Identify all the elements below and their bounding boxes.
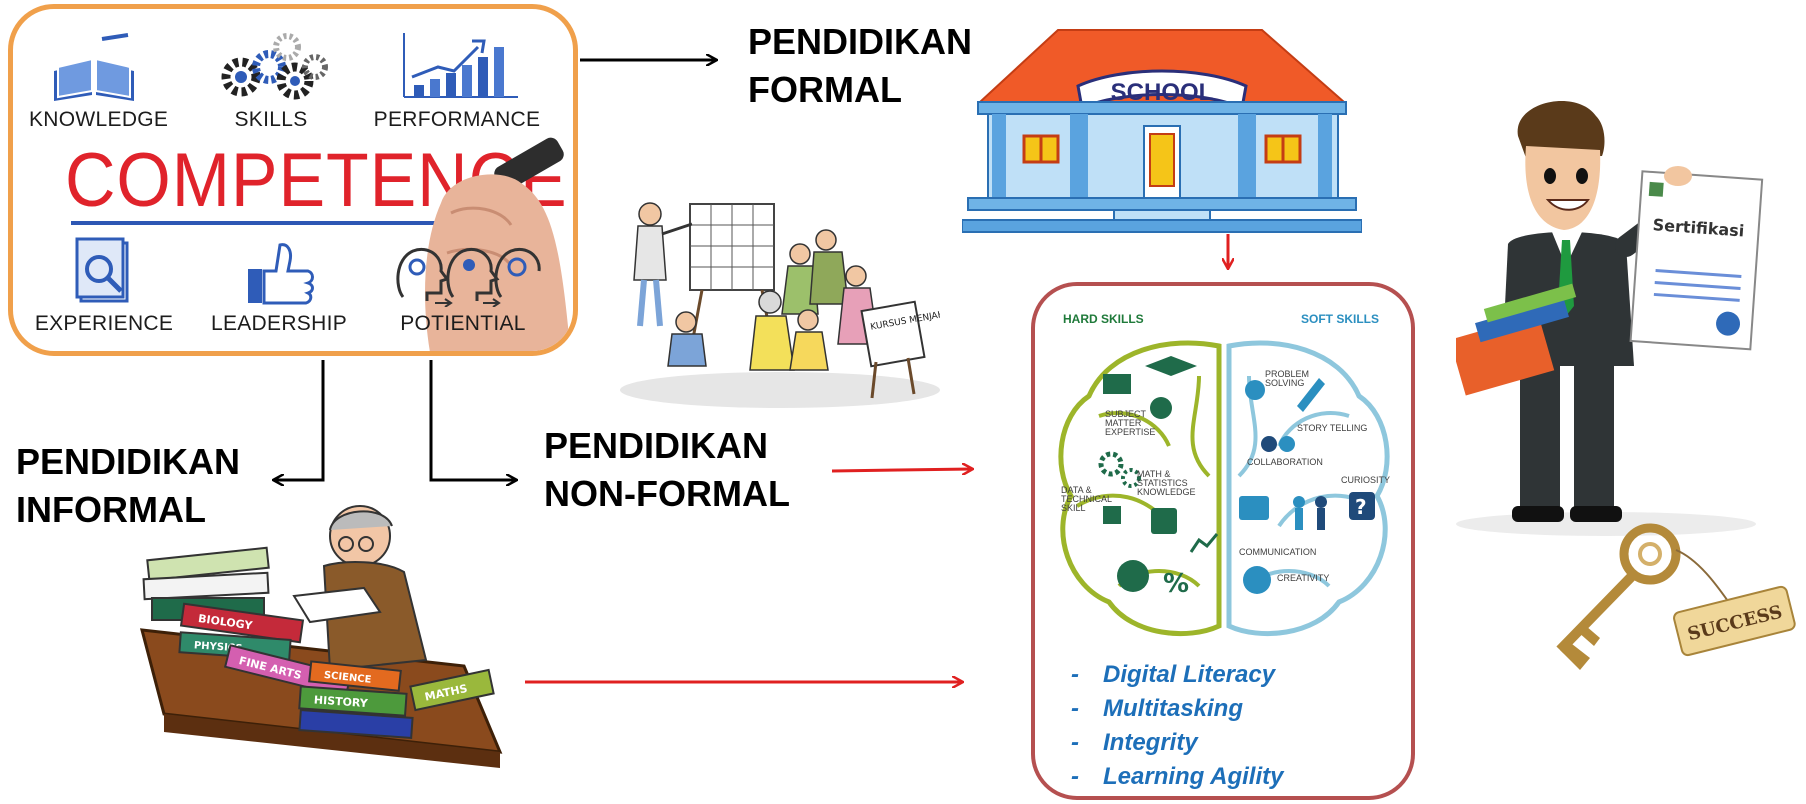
hard-skill-label: MATH & STATISTICS KNOWLEDGE — [1137, 469, 1196, 497]
soft-skills-title: SOFT SKILLS — [1301, 312, 1379, 326]
school-building-image: SCHOOL — [962, 29, 1362, 233]
book-icon — [54, 33, 134, 101]
competence-item-skills: SKILLS — [201, 29, 341, 132]
briefcase-icon — [1103, 374, 1131, 394]
lightbulb-icon — [1245, 380, 1265, 400]
competence-card: KNOWLEDGE SKILLS PERFORMANCE — [8, 4, 578, 356]
arrow-to-informal — [274, 360, 325, 480]
arrow-nonformal-to-skills — [831, 469, 972, 471]
skill-list-item: -Multitasking — [1071, 695, 1244, 722]
competence-label: POTIENTIAL — [400, 312, 526, 335]
heading-nonformal-line2: NON-FORMAL — [544, 473, 790, 514]
competence-item-leadership: LEADERSHIP — [199, 237, 359, 336]
soft-skill-label: PROBLEM SOLVING — [1265, 369, 1310, 388]
competence-item-potential: POTIENTIAL — [379, 237, 547, 336]
informal-study-image: BIOLOGY PHYSICS FINE ARTS SCIENCE HISTOR… — [139, 505, 503, 768]
arrow-to-nonformal — [429, 360, 516, 480]
competence-label: SKILLS — [234, 108, 308, 131]
heading-formal-line1: PENDIDIKAN — [748, 21, 973, 62]
competence-label: KNOWLEDGE — [29, 108, 169, 131]
chat-icon — [1239, 496, 1269, 520]
success-tag — [1673, 585, 1796, 657]
collaboration-icon — [1261, 436, 1277, 452]
nonformal-class-image: KURSUS MENJAHIT GRATIS — [620, 202, 940, 408]
hard-skill-label: DATA & TECHNICAL SKILL — [1061, 485, 1112, 513]
calculator-icon — [1151, 508, 1177, 534]
skill-list-item: -Integrity — [1071, 729, 1198, 756]
soft-skill-label: CURIOSITY — [1341, 475, 1391, 485]
gear-icon — [1098, 451, 1124, 477]
hard-skill-label: SUBJECT MATTER EXPERTISE — [1105, 409, 1156, 437]
palette-icon — [1243, 566, 1271, 594]
question-icon — [1349, 492, 1375, 520]
heading-nonformal: PENDIDIKAN NON-FORMAL — [544, 422, 790, 518]
skills-card: HARD SKILLS SOFT SKILLS % ? SUBJECT MATT… — [1031, 282, 1415, 800]
book-spine-history: HISTORY — [313, 693, 369, 710]
graduation-cap-icon — [1145, 356, 1197, 376]
quill-icon — [1297, 378, 1325, 412]
seal-icon — [1716, 311, 1741, 336]
hard-skills-title: HARD SKILLS — [1063, 312, 1144, 326]
thumbs-up-icon — [248, 243, 314, 305]
svg-text:%: % — [1163, 569, 1189, 599]
skill-list-item: -Digital Literacy — [1071, 661, 1276, 688]
heading-informal: PENDIDIKAN INFORMAL — [16, 438, 240, 534]
document-magnifier-icon — [75, 237, 129, 303]
certificate-paper — [1629, 170, 1764, 351]
competence-item-performance: PERFORMANCE — [367, 29, 547, 132]
gears-icon — [221, 33, 328, 100]
heading-formal-line2: FORMAL — [748, 69, 902, 110]
competence-label: LEADERSHIP — [210, 312, 348, 335]
heading-formal: PENDIDIKAN FORMAL — [748, 18, 972, 114]
soft-skill-label: STORY TELLING — [1297, 423, 1368, 433]
heading-nonformal-line1: PENDIDIKAN — [544, 425, 769, 466]
businessman-certificate-image: Sertifikasi — [1456, 101, 1764, 536]
competence-item-knowledge: KNOWLEDGE — [29, 33, 169, 132]
competence-item-experience: EXPERIENCE — [29, 237, 179, 336]
skill-list: -Digital Literacy -Multitasking -Integri… — [1071, 658, 1283, 794]
soft-skill-label: COLLABORATION — [1247, 457, 1323, 467]
heading-informal-line2: INFORMAL — [16, 489, 206, 530]
heading-informal-line1: PENDIDIKAN — [16, 441, 241, 482]
svg-text:?: ? — [1355, 495, 1367, 519]
success-key-image: SUCCESS — [1556, 523, 1796, 670]
head-profile-icon — [396, 248, 541, 308]
skill-list-item: -Learning Agility — [1071, 763, 1284, 790]
growth-chart-icon — [403, 33, 518, 98]
competence-underline — [71, 221, 511, 225]
competence-label: EXPERIENCE — [34, 312, 174, 335]
book-spine-science: SCIENCE — [323, 670, 372, 686]
soft-skill-label: CREATIVITY — [1277, 573, 1330, 583]
brain-skills-diagram: % ? — [1058, 340, 1390, 637]
competence-label: PERFORMANCE — [373, 108, 541, 131]
soft-skill-label: COMMUNICATION — [1239, 547, 1317, 557]
pie-chart-icon — [1117, 560, 1149, 592]
